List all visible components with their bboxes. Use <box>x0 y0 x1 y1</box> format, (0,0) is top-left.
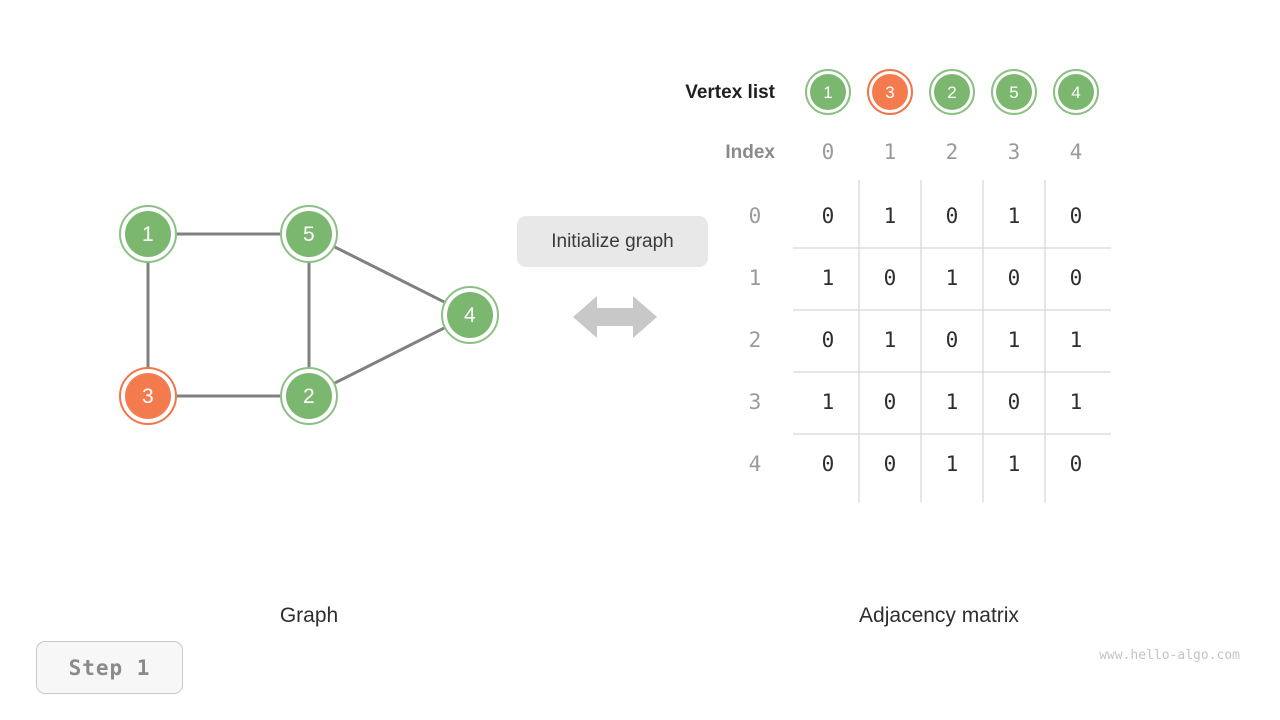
matrix-cell-1-4: 0 <box>1069 266 1083 290</box>
vertex-list-node-fill: 1 <box>810 74 846 110</box>
matrix-row-index-2: 2 <box>748 328 762 352</box>
vertex-list-node-2: 2 <box>929 69 975 115</box>
matrix-row-index-1: 1 <box>748 266 762 290</box>
vertex-list-node-1: 1 <box>805 69 851 115</box>
graph-edge-2-4 <box>334 326 445 385</box>
matrix-cell-2-1: 1 <box>883 328 897 352</box>
matrix-cell-3-4: 1 <box>1069 390 1083 414</box>
index-col-4: 4 <box>1069 140 1083 164</box>
index-col-0: 0 <box>821 140 835 164</box>
vertex-list-node-fill: 2 <box>934 74 970 110</box>
graph-node-fill: 5 <box>286 211 332 257</box>
graph-node-fill: 1 <box>125 211 171 257</box>
matrix-cell-1-2: 1 <box>945 266 959 290</box>
graph-node-label: 2 <box>303 384 315 408</box>
matrix-row-index-3: 3 <box>748 390 762 414</box>
matrix-row-index-4: 4 <box>748 452 762 476</box>
vertex-list-label: Vertex list <box>685 82 775 103</box>
adjacency-matrix-caption: Adjacency matrix <box>859 604 1019 627</box>
matrix-cell-3-3: 0 <box>1007 390 1021 414</box>
graph-node-label: 1 <box>142 222 154 246</box>
matrix-cell-2-4: 1 <box>1069 328 1083 352</box>
graph-edge-5-4 <box>334 245 445 304</box>
matrix-cell-4-2: 1 <box>945 452 959 476</box>
graph-node-label: 3 <box>142 384 154 408</box>
watermark: www.hello-algo.com <box>1099 648 1240 663</box>
vertex-list-node-fill: 4 <box>1058 74 1094 110</box>
graph-node-fill: 2 <box>286 373 332 419</box>
index-col-3: 3 <box>1007 140 1021 164</box>
graph-node-3: 3 <box>119 367 177 425</box>
graph-node-1: 1 <box>119 205 177 263</box>
matrix-cell-0-4: 0 <box>1069 204 1083 228</box>
matrix-cell-3-2: 1 <box>945 390 959 414</box>
graph-node-5: 5 <box>280 205 338 263</box>
matrix-cell-4-4: 0 <box>1069 452 1083 476</box>
matrix-cell-2-0: 0 <box>821 328 835 352</box>
graph-node-2: 2 <box>280 367 338 425</box>
graph-node-fill: 3 <box>125 373 171 419</box>
vertex-list-node-3: 3 <box>867 69 913 115</box>
vertex-list-node-fill: 5 <box>996 74 1032 110</box>
matrix-cell-4-1: 0 <box>883 452 897 476</box>
vertex-list-node-4: 4 <box>1053 69 1099 115</box>
matrix-cell-3-0: 1 <box>821 390 835 414</box>
matrix-cell-1-1: 0 <box>883 266 897 290</box>
matrix-cell-2-2: 0 <box>945 328 959 352</box>
index-label: Index <box>725 142 775 163</box>
matrix-cell-3-1: 0 <box>883 390 897 414</box>
graph-node-label: 5 <box>303 222 315 246</box>
vertex-list-node-5: 5 <box>991 69 1037 115</box>
graph-caption: Graph <box>279 604 339 627</box>
graph-node-fill: 4 <box>447 292 493 338</box>
matrix-cell-0-2: 0 <box>945 204 959 228</box>
index-col-2: 2 <box>945 140 959 164</box>
matrix-row-index-0: 0 <box>748 204 762 228</box>
graph-node-label: 4 <box>464 303 476 327</box>
step-badge: Step 1 <box>36 641 183 694</box>
matrix-cell-0-3: 1 <box>1007 204 1021 228</box>
vertex-list-node-fill: 3 <box>872 74 908 110</box>
step-badge-label: Step 1 <box>68 655 151 680</box>
initialize-graph-label: Initialize graph <box>517 216 708 267</box>
index-col-1: 1 <box>883 140 897 164</box>
graph-node-4: 4 <box>441 286 499 344</box>
matrix-cell-1-0: 1 <box>821 266 835 290</box>
double-headed-arrow-icon <box>573 294 657 340</box>
matrix-cell-1-3: 0 <box>1007 266 1021 290</box>
matrix-cell-4-0: 0 <box>821 452 835 476</box>
matrix-cell-0-1: 1 <box>883 204 897 228</box>
matrix-cell-0-0: 0 <box>821 204 835 228</box>
matrix-cell-4-3: 1 <box>1007 452 1021 476</box>
initialize-graph-text: Initialize graph <box>551 230 674 252</box>
matrix-cell-2-3: 1 <box>1007 328 1021 352</box>
